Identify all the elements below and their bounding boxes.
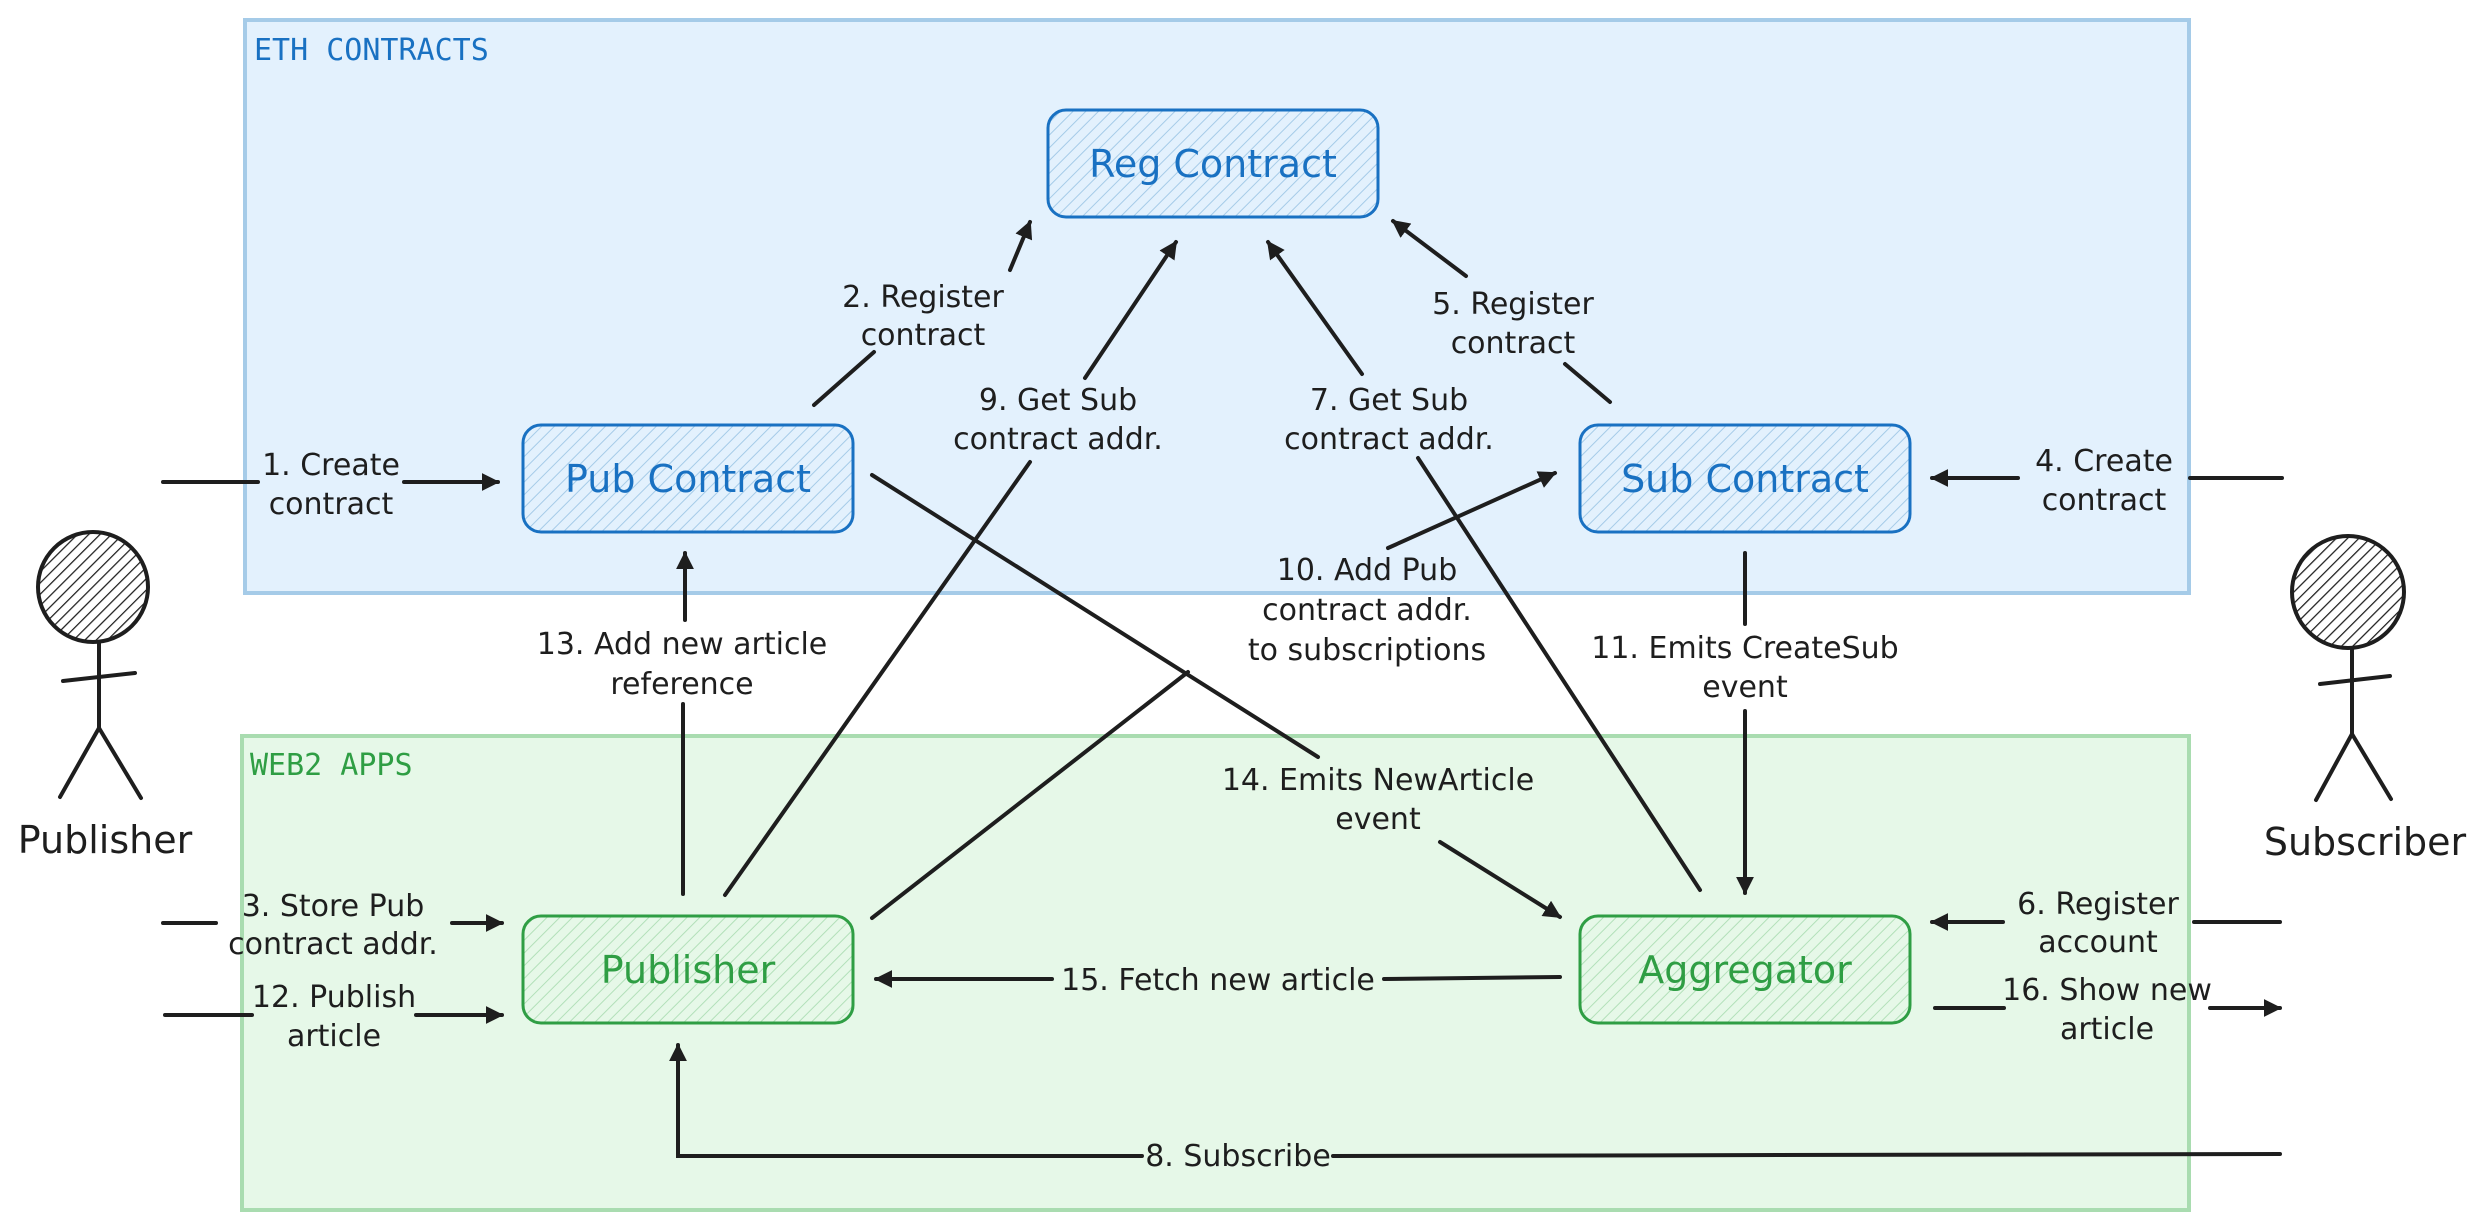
edge-7-line-b: [1266, 240, 1364, 376]
edge-9-line-b: [1083, 240, 1178, 380]
edge-8-label: 8. Subscribe: [1145, 1139, 1331, 1174]
publisher-actor: Publisher: [18, 530, 193, 862]
subscriber-actor: Subscriber: [2264, 534, 2467, 864]
edge-8-line-a: [669, 1043, 1144, 1158]
edge-2-line-a: [812, 350, 876, 407]
edge-2-line-b: [1008, 220, 1033, 272]
publisher-app-label: Publisher: [601, 948, 776, 992]
edge-7-line-a: [1416, 456, 1702, 892]
aggregator-label: Aggregator: [1638, 948, 1852, 992]
sub-contract-label: Sub Contract: [1621, 457, 1869, 501]
edge-15-line-a: [1382, 975, 1562, 981]
subscriber-actor-head: [2290, 534, 2406, 650]
edge-9-line-a: [723, 460, 1032, 897]
reg-contract-label: Reg Contract: [1089, 142, 1337, 186]
edge-8-line-b: [1331, 1152, 2282, 1158]
aggregator-node: Aggregator: [1578, 914, 1912, 1025]
publisher-app-node: Publisher: [521, 914, 855, 1025]
pub-contract-label: Pub Contract: [565, 457, 811, 501]
edge-14-line-a: [870, 473, 1320, 759]
edge-5-line-a: [1563, 362, 1612, 404]
connectors: [161, 219, 2284, 1158]
edge-10-line-a: [870, 670, 1190, 920]
edge-5-line-b: [1391, 219, 1468, 278]
eth-zone-label: ETH CONTRACTS: [254, 33, 489, 68]
edge-15-label: 15. Fetch new article: [1061, 963, 1375, 998]
web2-zone-label: WEB2 APPS: [250, 748, 413, 783]
publisher-actor-head: [36, 530, 150, 644]
publisher-actor-label: Publisher: [18, 818, 193, 862]
sub-contract-node: Sub Contract: [1578, 423, 1912, 534]
edge-14-line-b: [1438, 840, 1562, 919]
edge-10-line-b: [1386, 471, 1557, 550]
reg-contract-node: Reg Contract: [1046, 108, 1380, 219]
pub-contract-node: Pub Contract: [521, 423, 855, 534]
subscriber-actor-label: Subscriber: [2264, 820, 2467, 864]
